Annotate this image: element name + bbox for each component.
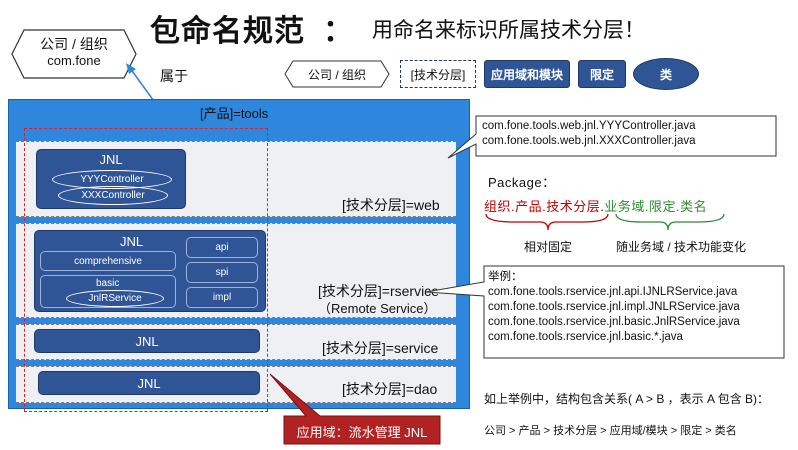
- company-label: 公司 / 组织: [40, 36, 108, 52]
- page-title: 包命名规范：: [150, 15, 354, 48]
- bottom-path: 公司 > 产品 > 技术分层 > 应用域/模块 > 限定 > 类名: [484, 425, 737, 437]
- company-package: com.fone: [47, 53, 101, 68]
- rservice-spi: spi: [186, 262, 258, 283]
- example-line: com.fone.tools.rservice.jnl.impl.JNLRSer…: [488, 301, 740, 313]
- web-callout-text: com.fone.tools.web.jnl.YYYController.jav…: [482, 119, 696, 149]
- rservice-api: api: [186, 237, 258, 258]
- legend-company: 公司 / 组织: [307, 67, 366, 82]
- package-variable-part: 业务域.限定.类名: [604, 199, 708, 214]
- page-subtitle: 用命名来标识所属技术分层！: [372, 19, 645, 42]
- example-title: 举例：: [488, 271, 523, 283]
- bottom-note: 如上举例中，结构包含关系( A > B ，表示 A 包含 B)：: [484, 392, 770, 406]
- web-class-xxx: XXXController: [58, 186, 168, 205]
- layer-dao-label: [技术分层]=dao: [342, 381, 438, 397]
- example-line: com.fone.tools.rservice.jnl.basic.JnlRSe…: [488, 316, 740, 328]
- example-line: com.fone.tools.rservice.jnl.api.IJNLRSer…: [488, 286, 738, 298]
- legend-class: 类: [633, 58, 699, 90]
- package-format: 组织.产品.技术分层.业务域.限定.类名: [484, 196, 707, 215]
- rservice-basic-label: basic: [96, 278, 120, 289]
- web-callout-line: com.fone.tools.web.jnl.XXXController.jav…: [482, 135, 696, 147]
- package-variable-note: 随业务域 / 技术功能变化: [616, 240, 747, 254]
- domain-badge-shape: [269, 373, 441, 445]
- web-callout-line: com.fone.tools.web.jnl.YYYController.jav…: [482, 120, 696, 132]
- package-fixed-note: 相对固定: [524, 240, 573, 254]
- layer-rservice-sublabel: （Remote Service）: [318, 301, 437, 316]
- layer-service-label: [技术分层]=service: [322, 340, 439, 356]
- domain-badge-label: 应用域：流水管理 JNL: [296, 424, 428, 440]
- legend-company-hexagon: [284, 60, 390, 88]
- belongs-label: 属于: [160, 68, 188, 84]
- legend-tech-layer: [技术分层]: [400, 60, 476, 88]
- package-fixed-part: 组织.产品.技术分层: [484, 199, 601, 214]
- web-callout-shape: [447, 115, 777, 159]
- rservice-jnl-label: JNL: [120, 234, 144, 249]
- dao-jnl-box: JNL: [38, 371, 260, 395]
- rservice-comprehensive: comprehensive: [40, 251, 176, 271]
- layer-web-label: [技术分层]=web: [342, 197, 440, 213]
- example-line: com.fone.tools.rservice.jnl.basic.*.java: [488, 331, 683, 343]
- legend-domain-module: 应用域和模块: [484, 60, 570, 88]
- package-braces: [485, 213, 725, 231]
- rservice-basic-class: JnlRService: [66, 290, 164, 307]
- belongs-arrow: [126, 63, 157, 105]
- rservice-impl: impl: [186, 287, 258, 308]
- domain-outline: [24, 128, 268, 412]
- example-text: 举例： com.fone.tools.rservice.jnl.api.IJNL…: [488, 270, 740, 345]
- example-callout-shape: [425, 265, 785, 359]
- service-jnl-box: JNL: [34, 329, 260, 353]
- legend-qualifier: 限定: [578, 60, 626, 88]
- layer-rservice-label: [技术分层]=rservice: [318, 283, 439, 299]
- web-jnl-label: JNL: [99, 152, 123, 167]
- package-dot: .: [600, 199, 605, 214]
- company-hexagon: [11, 29, 137, 79]
- product-label: [产品]=tools: [200, 106, 269, 121]
- package-label: Package：: [488, 175, 556, 190]
